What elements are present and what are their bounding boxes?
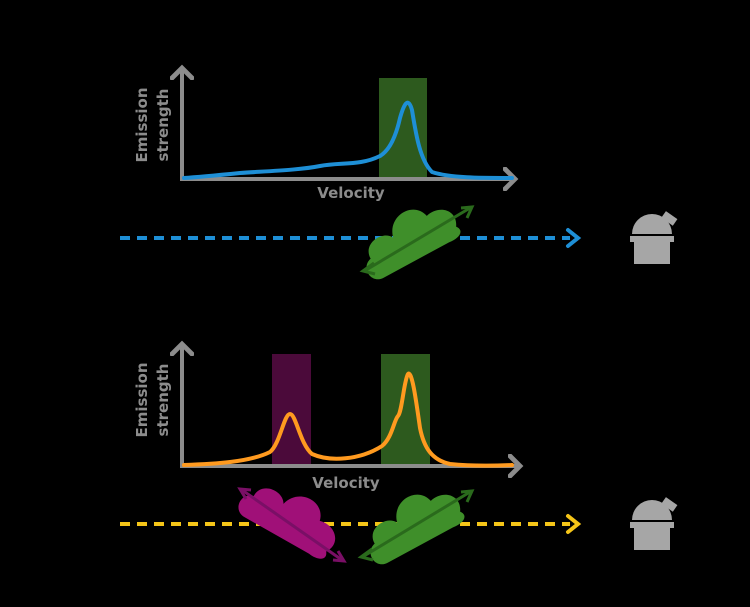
bottom-emission-line — [182, 371, 514, 468]
top-line-of-sight-arrowhead — [566, 228, 582, 248]
top-green-motion-arrow — [365, 206, 471, 272]
bottom-green-arrowhead-1 — [357, 547, 374, 562]
bottom-green-band — [381, 354, 430, 466]
top-xlabel: Velocity — [317, 184, 385, 202]
top-emission-line — [182, 100, 514, 180]
bottom-xlabel: Velocity — [312, 474, 380, 492]
bottom-purple-motion-arrow — [241, 488, 343, 562]
top-panel: Emission strength Velocity — [120, 68, 678, 286]
bottom-ylabel-2: strength — [154, 364, 172, 437]
bottom-observatory-dome-icon — [630, 497, 678, 550]
bottom-line-of-sight-arrowhead — [566, 514, 582, 534]
bottom-purple-band — [272, 354, 311, 466]
top-ylabel-2: strength — [154, 89, 172, 162]
bottom-panel: Emission strength Velocity — [120, 344, 678, 571]
top-green-arrowhead-2 — [460, 205, 475, 219]
bottom-green-arrowhead-2 — [460, 489, 475, 503]
top-observatory-dome-icon — [630, 211, 678, 264]
bottom-ylabel-1: Emission — [133, 363, 151, 438]
top-ylabel-1: Emission — [133, 88, 151, 163]
top-green-arrowhead-1 — [359, 261, 376, 276]
bottom-purple-arrowhead-1 — [237, 487, 252, 500]
top-green-band — [379, 78, 427, 179]
bottom-green-motion-arrow — [363, 490, 471, 558]
bottom-purple-arrowhead-2 — [332, 550, 347, 563]
